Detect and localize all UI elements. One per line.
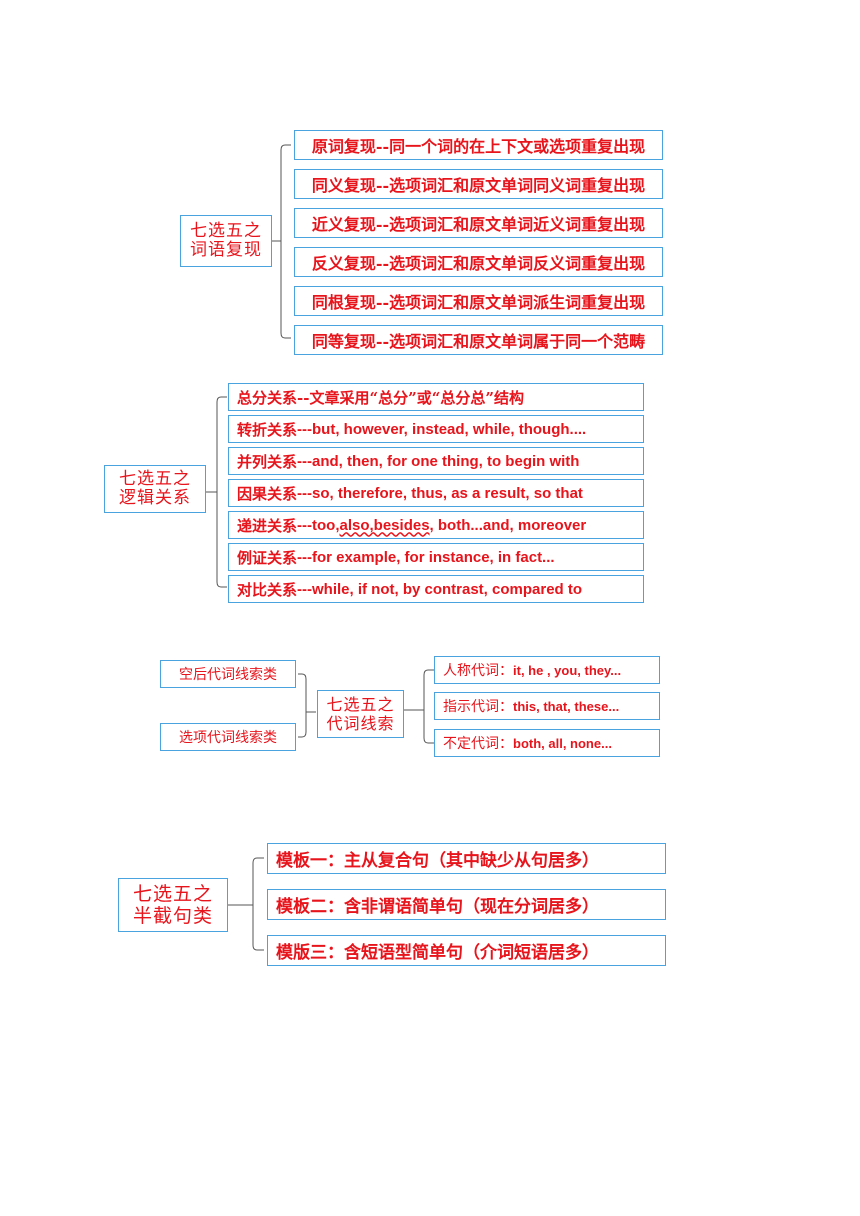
item-detail: both, all, none...: [513, 735, 612, 751]
item-label: 例证关系: [237, 548, 298, 567]
item-label: 对比关系: [237, 580, 298, 599]
item-detail: ---for example, for instance, in fact...: [297, 548, 555, 566]
item-demonstrative-pronoun: 指示代词：this, that, these...: [434, 692, 660, 720]
item-category: 同等复现--选项词汇和原文单词属于同一个范畴: [294, 325, 663, 355]
template-three: 模版三：含短语型简单句（介词短语居多）: [267, 935, 666, 966]
item-detail-post: , both...and, moreover: [429, 516, 587, 534]
item-synonym: 同义复现--选项词汇和原文单词同义词重复出现: [294, 169, 663, 199]
root-word-recurrence: 七选五之 词语复现: [180, 215, 272, 267]
template-text: 模版三：含短语型简单句（介词短语居多）: [276, 943, 599, 963]
item-contrast-turn: 转折关系---but, however, instead, while, tho…: [228, 415, 644, 443]
item-detail: ---so, therefore, thus, as a result, so …: [297, 484, 583, 502]
item-example: 例证关系---for example, for instance, in fac…: [228, 543, 644, 571]
left-text: 空后代词线索类: [179, 667, 277, 683]
item-detail: this, that, these...: [513, 698, 620, 714]
item-indefinite-pronoun: 不定代词：both, all, none...: [434, 729, 660, 757]
item-antonym: 反义复现--选项词汇和原文单词反义词重复出现: [294, 247, 663, 277]
item-text: 原词复现--同一个词的在上下文或选项重复出现: [311, 137, 646, 156]
left-option-pronoun: 选项代词线索类: [160, 723, 296, 751]
item-text: 反义复现--选项词汇和原文单词反义词重复出现: [311, 254, 646, 273]
item-comparison: 对比关系---while, if not, by contrast, compa…: [228, 575, 644, 603]
template-two: 模板二：含非谓语简单句（现在分词居多）: [267, 889, 666, 920]
item-label: 人称代词：: [443, 663, 513, 679]
item-derivative: 同根复现--选项词汇和原文单词派生词重复出现: [294, 286, 663, 316]
root-line2: 词语复现: [190, 240, 262, 260]
root-line1: 七选五之: [190, 221, 262, 241]
item-original-word: 原词复现--同一个词的在上下文或选项重复出现: [294, 130, 663, 160]
item-text: 同义复现--选项词汇和原文单词同义词重复出现: [311, 176, 646, 195]
item-label: 转折关系: [237, 420, 298, 439]
item-label: 总分关系: [237, 388, 298, 407]
template-one: 模板一：主从复合句（其中缺少从句居多）: [267, 843, 666, 874]
item-label: 递进关系: [237, 516, 298, 535]
root-line1: 七选五之: [119, 469, 191, 489]
item-text: 近义复现--选项词汇和原文单词近义词重复出现: [311, 215, 646, 234]
root-line2: 半截句类: [132, 905, 213, 927]
item-detail-pre: ---too,: [297, 516, 340, 534]
item-detail: --文章采用“总分”或“总分总”结构: [297, 388, 524, 407]
item-detail: ---but, however, instead, while, though.…: [297, 420, 587, 438]
template-text: 模板二：含非谓语简单句（现在分词居多）: [276, 897, 599, 917]
item-detail: ---and, then, for one thing, to begin wi…: [297, 452, 580, 470]
root-line2: 代词线索: [326, 714, 395, 733]
left-text: 选项代词线索类: [179, 730, 277, 746]
item-label: 指示代词：: [443, 699, 513, 715]
item-personal-pronoun: 人称代词：it, he , you, they...: [434, 656, 660, 684]
left-after-blank-pronoun: 空后代词线索类: [160, 660, 296, 688]
root-line1: 七选五之: [326, 695, 395, 714]
item-general-specific: 总分关系--文章采用“总分”或“总分总”结构: [228, 383, 644, 411]
root-line1: 七选五之: [132, 883, 213, 905]
item-near-synonym: 近义复现--选项词汇和原文单词近义词重复出现: [294, 208, 663, 238]
item-label: 因果关系: [237, 484, 298, 503]
item-detail: ---while, if not, by contrast, compared …: [297, 580, 583, 598]
item-cause-effect: 因果关系---so, therefore, thus, as a result,…: [228, 479, 644, 507]
root-half-sentence: 七选五之 半截句类: [118, 878, 228, 932]
item-progression: 递进关系---too, also,besides, both...and, mo…: [228, 511, 644, 539]
item-label: 不定代词：: [443, 736, 513, 752]
item-detail: it, he , you, they...: [513, 662, 622, 678]
item-text: 同等复现--选项词汇和原文单词属于同一个范畴: [311, 332, 646, 351]
root-logic-relations: 七选五之 逻辑关系: [104, 465, 206, 513]
root-pronoun-clues: 七选五之 代词线索: [317, 690, 404, 738]
item-label: 并列关系: [237, 452, 298, 471]
item-text: 同根复现--选项词汇和原文单词派生词重复出现: [311, 293, 646, 312]
item-parallel: 并列关系---and, then, for one thing, to begi…: [228, 447, 644, 475]
template-text: 模板一：主从复合句（其中缺少从句居多）: [276, 851, 599, 871]
root-line2: 逻辑关系: [119, 488, 191, 508]
item-detail-wavy: also,besides: [339, 516, 430, 534]
